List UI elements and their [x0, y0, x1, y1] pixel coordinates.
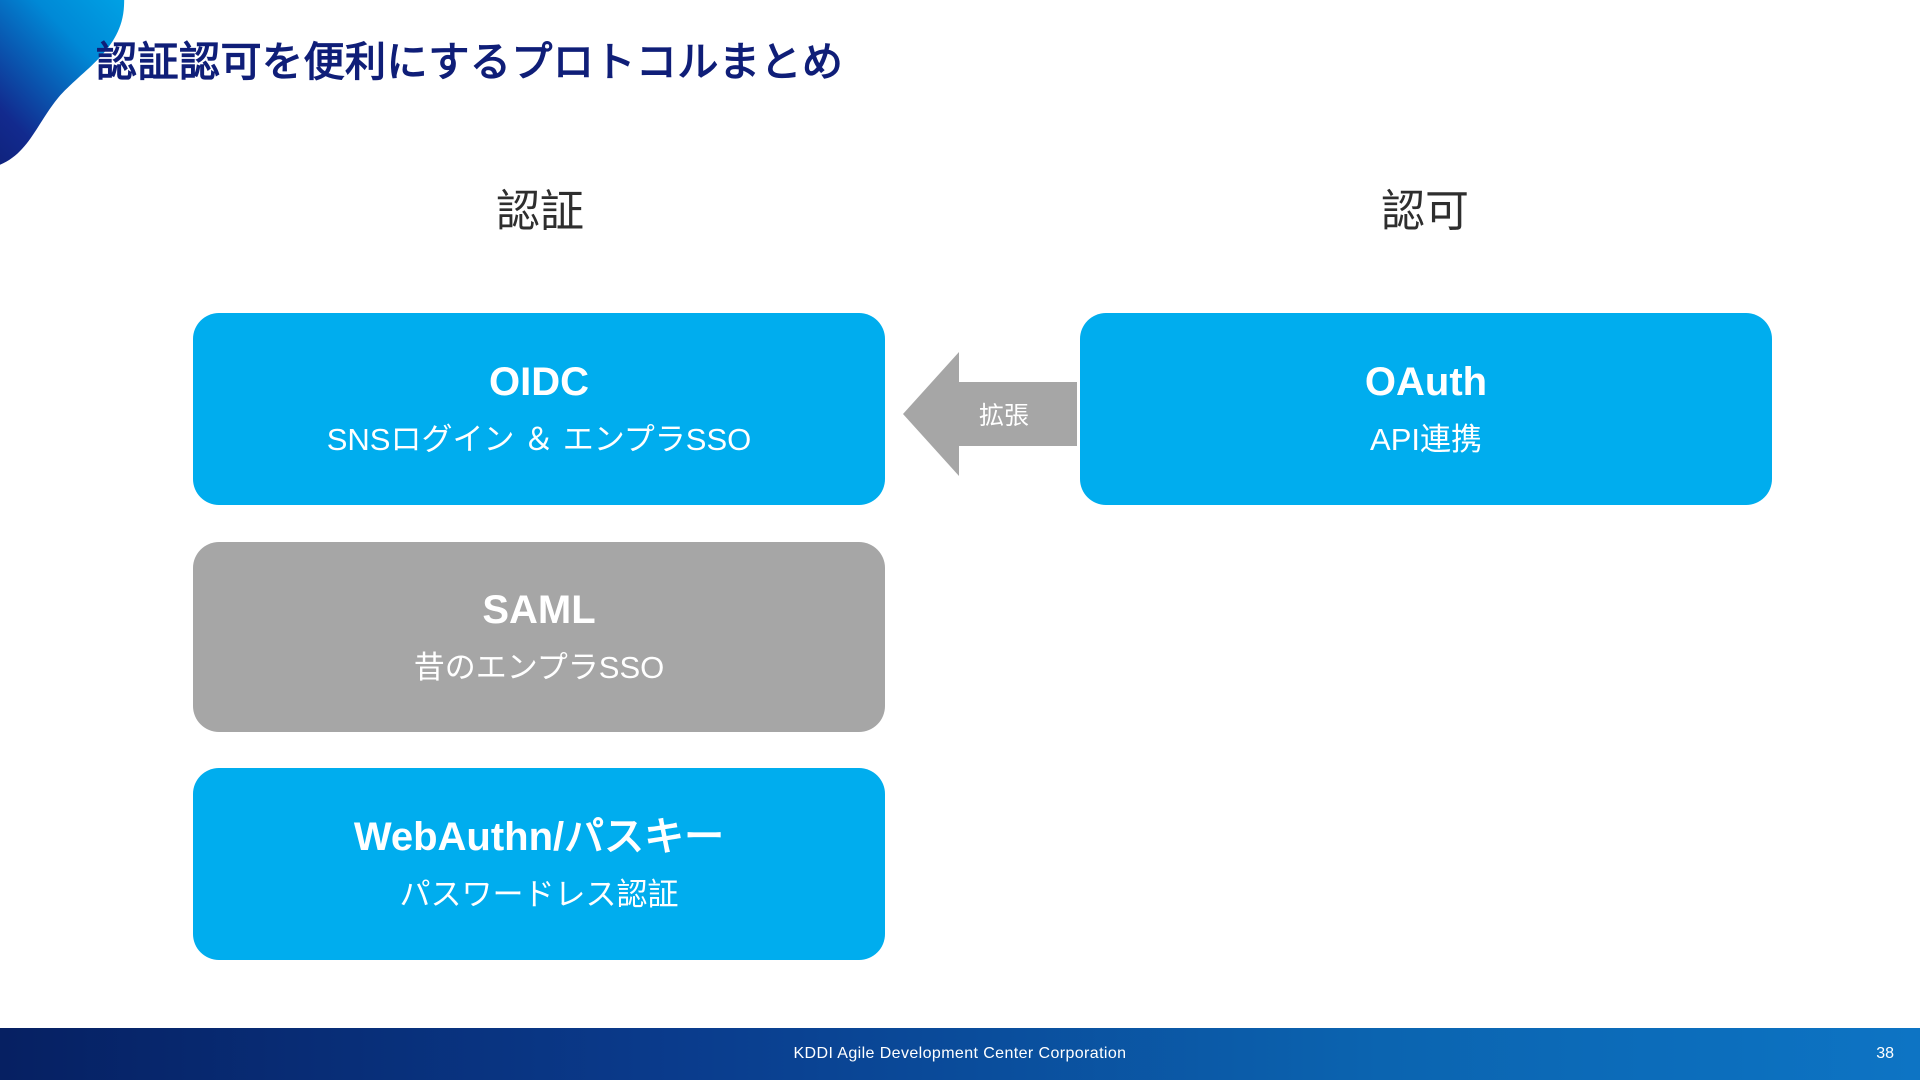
extension-arrow: 拡張 — [903, 352, 1077, 476]
protocol-subtitle-webauthn: パスワードレス認証 — [399, 877, 679, 913]
protocol-subtitle-oidc: SNSログイン ＆ エンプラSSO — [326, 422, 752, 458]
protocol-subtitle-saml: 昔のエンプラSSO — [413, 650, 665, 686]
protocol-title-saml: SAML — [482, 588, 596, 633]
column-heading-authorization: 認可 — [1381, 187, 1469, 236]
protocol-title-oauth: OAuth — [1364, 360, 1488, 405]
column-heading-authentication: 認証 — [496, 187, 584, 236]
footer-company-name: KDDI Agile Development Center Corporatio… — [793, 1045, 1127, 1062]
protocol-box-oidc[interactable]: OIDC SNSログイン ＆ エンプラSSO — [193, 313, 885, 505]
protocol-box-oauth[interactable]: OAuth API連携 — [1080, 313, 1772, 505]
protocol-title-oidc: OIDC — [489, 360, 589, 405]
left-arrow-icon — [903, 352, 1077, 476]
footer-bar: KDDI Agile Development Center Corporatio… — [0, 1028, 1920, 1080]
protocol-box-webauthn[interactable]: WebAuthn/パスキー パスワードレス認証 — [193, 768, 885, 960]
slide-page-number: 38 — [1876, 1045, 1894, 1062]
page-title: 認証認可を便利にするプロトコルまとめ — [96, 39, 844, 85]
protocol-title-webauthn: WebAuthn/パスキー — [353, 815, 725, 860]
protocol-subtitle-oauth: API連携 — [1370, 422, 1482, 458]
extension-arrow-label: 拡張 — [978, 402, 1029, 430]
protocol-box-saml[interactable]: SAML 昔のエンプラSSO — [193, 542, 885, 732]
